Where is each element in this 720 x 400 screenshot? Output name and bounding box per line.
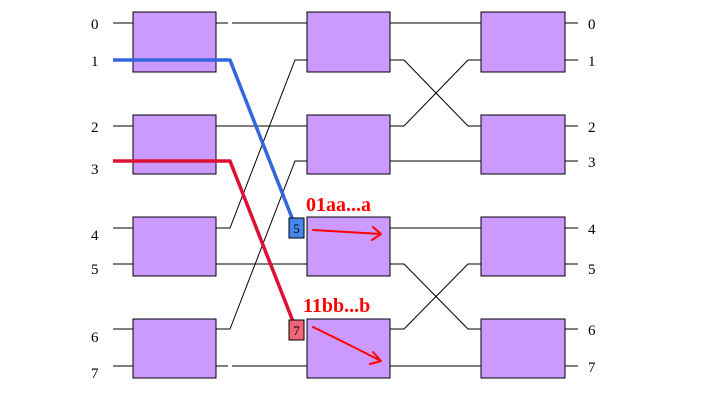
right-port-label: 5: [588, 262, 596, 278]
switch-s0-r0: [132, 11, 217, 73]
message-arrows: [312, 226, 382, 365]
switch-s2-r3: [480, 318, 566, 379]
switch-s2-r1: [480, 114, 566, 175]
switch-s0-r3: [132, 318, 217, 379]
switch-s0-r1: [132, 114, 217, 175]
switch-s1-r1: [306, 114, 391, 175]
left-port-label: 7: [91, 366, 99, 382]
red-tag-text: 7: [293, 323, 300, 338]
switch-s1-r3: [306, 318, 391, 379]
right-port-label: 3: [588, 155, 596, 171]
switch-s2-r2: [480, 216, 566, 277]
right-port-label: 2: [588, 120, 596, 136]
switch-boxes: [132, 11, 566, 379]
right-port-labels: 0 1 2 3 4 5 6 7: [588, 17, 596, 376]
left-port-label: 0: [91, 17, 99, 33]
left-port-label: 3: [91, 162, 99, 178]
left-port-label: 1: [91, 54, 99, 70]
left-port-label: 4: [91, 228, 99, 244]
blue-path-route: [113, 58, 298, 229]
red-path-route: [113, 159, 298, 330]
routing-paths: [113, 58, 298, 330]
switch-s1-r2: [306, 216, 391, 277]
left-port-labels: 0 1 2 3 4 5 6 7: [91, 17, 99, 382]
blue-message-arrow: [312, 226, 382, 241]
switch-s1-r0: [306, 11, 391, 73]
right-port-label: 7: [588, 360, 596, 376]
switch-s2-r0: [480, 11, 566, 73]
red-message-label: 11bb...b: [303, 295, 370, 317]
switch-s0-r2: [132, 216, 217, 277]
right-port-label: 1: [588, 54, 596, 70]
blue-tag-text: 5: [293, 221, 300, 236]
wire-s1-6-to-s2-5: [390, 263, 481, 330]
wire-s1-2-to-s2-1: [390, 59, 481, 127]
red-message-arrow: [312, 326, 382, 365]
left-port-label: 6: [91, 330, 99, 346]
left-port-label: 2: [91, 120, 99, 136]
right-port-label: 6: [588, 323, 596, 339]
blue-message-label: 01aa...a: [306, 194, 371, 216]
blue-tag-box: [288, 217, 305, 239]
right-port-label: 0: [588, 17, 596, 33]
right-port-label: 4: [588, 222, 596, 238]
left-port-label: 5: [91, 262, 99, 278]
tags: 5 7: [288, 217, 305, 341]
red-tag-box: [288, 319, 305, 341]
